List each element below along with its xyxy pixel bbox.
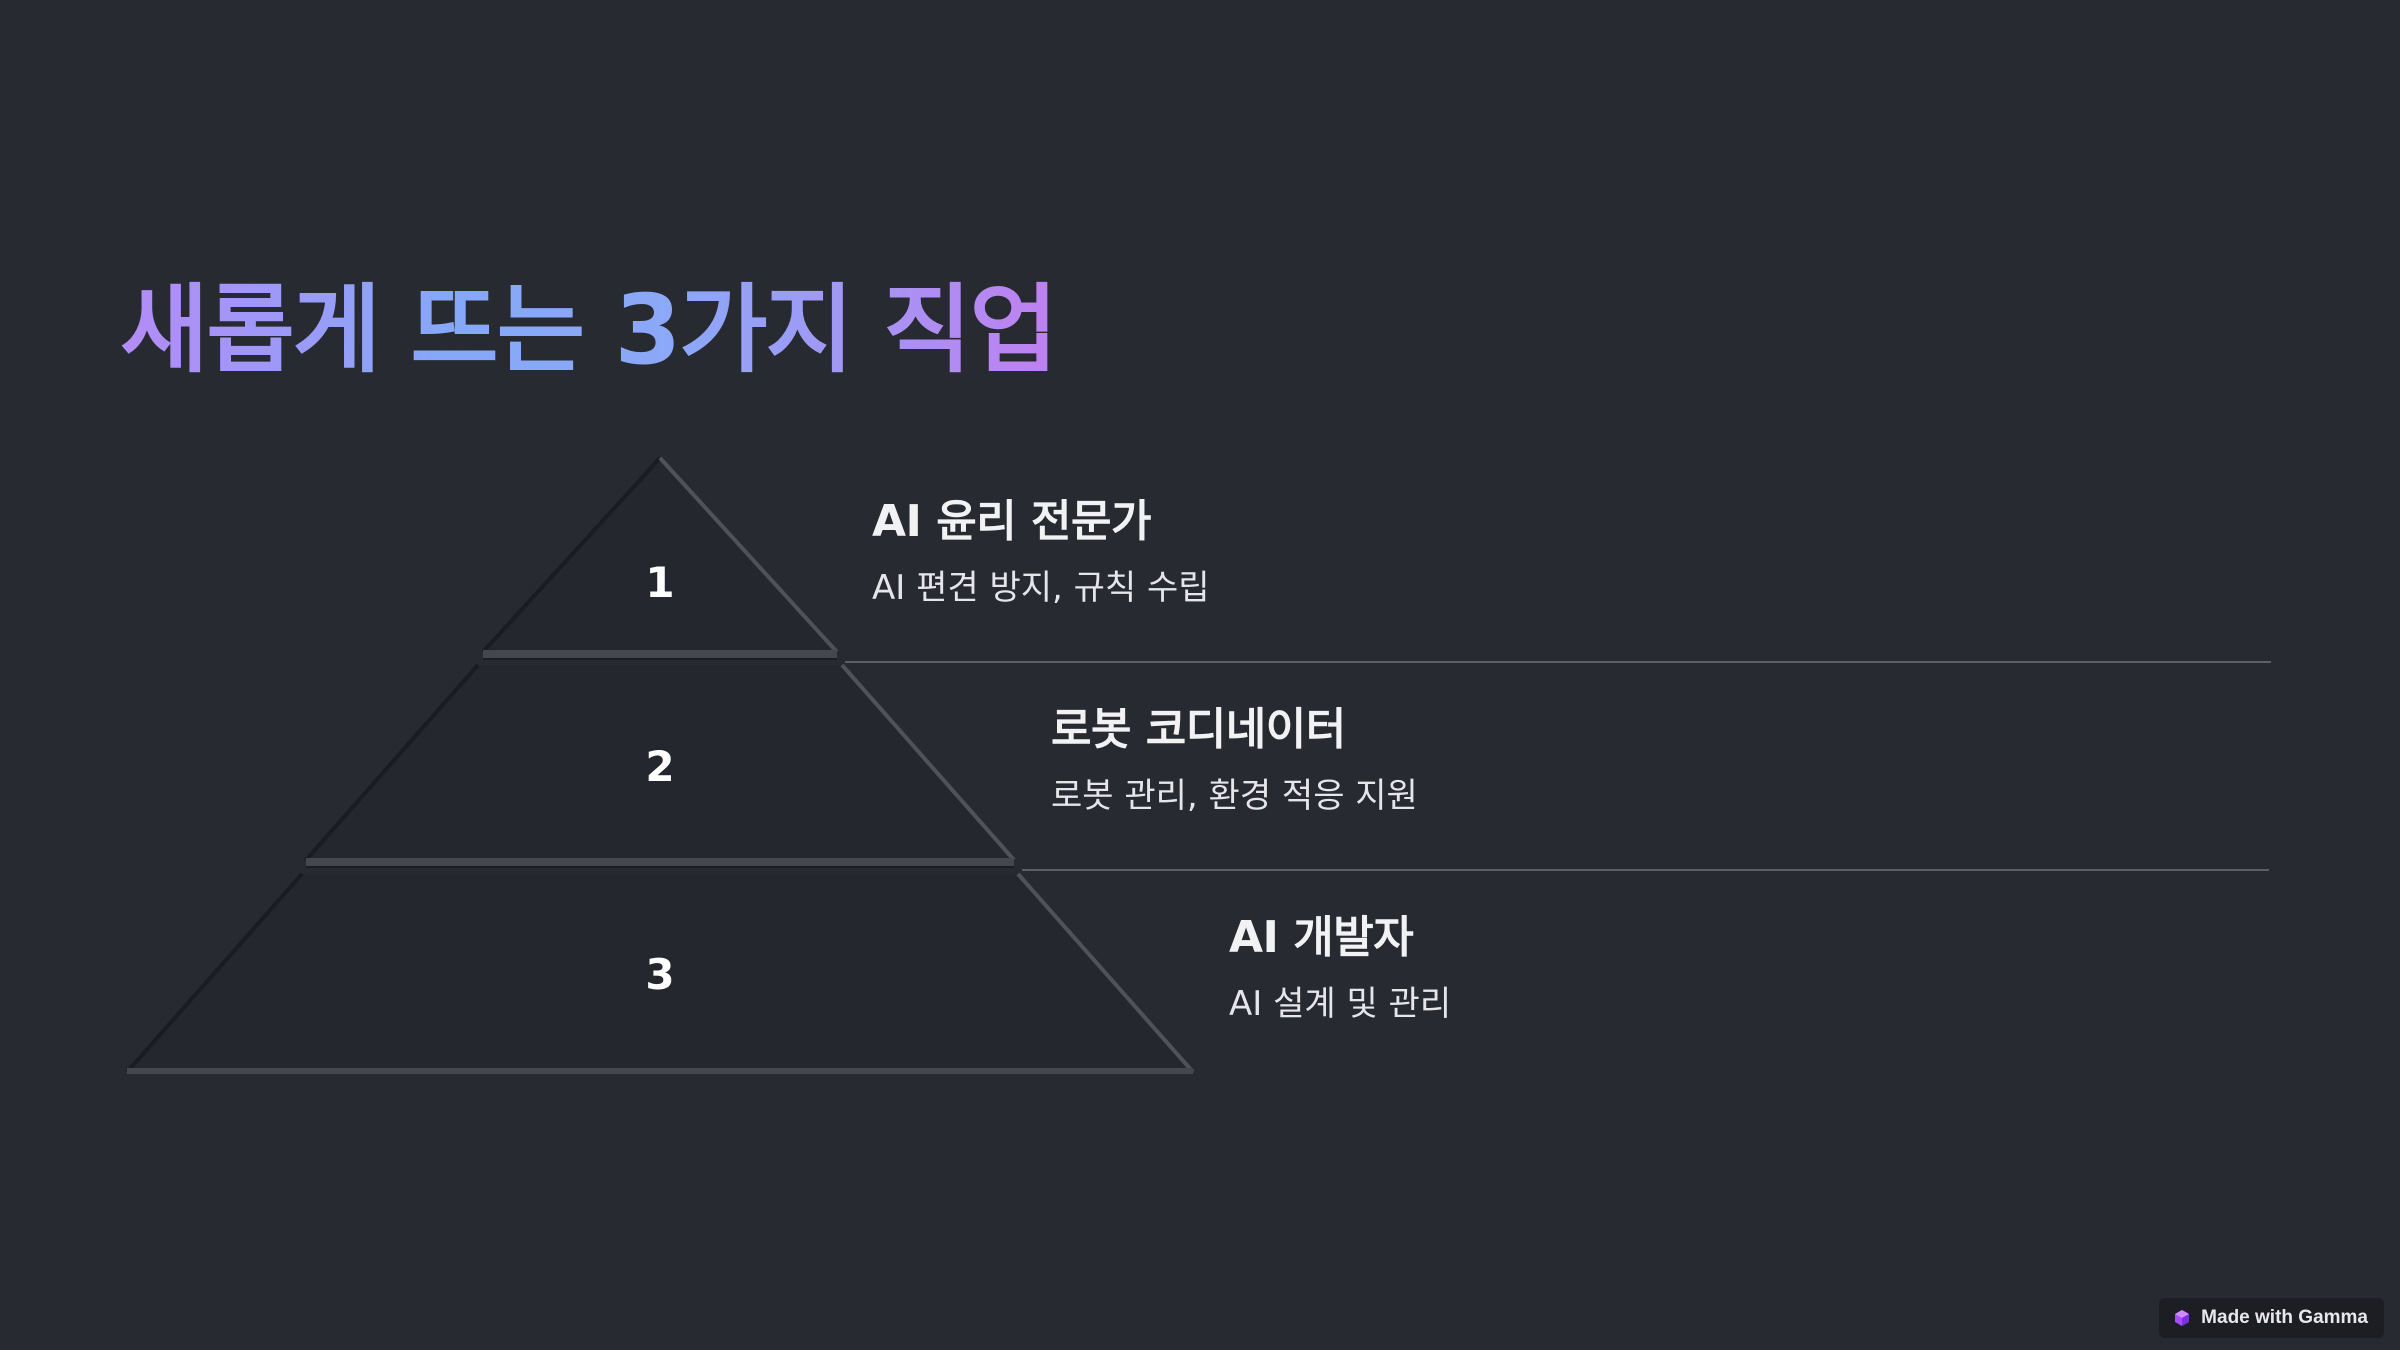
pyramid-tier-2 xyxy=(304,663,1016,868)
tier-2-description: 로봇 관리, 환경 적응 지원 xyxy=(1051,776,1418,816)
tier-1-description: AI 편견 방지, 규칙 수립 xyxy=(872,568,1210,608)
tier-3-info: AI 개발자 AI 설계 및 관리 xyxy=(1229,910,1451,1026)
tier-1-number: 1 xyxy=(645,558,675,607)
tier-2-number: 2 xyxy=(645,742,675,791)
tier-2-info: 로봇 코디네이터 로봇 관리, 환경 적응 지원 xyxy=(1051,702,1418,818)
tier-3-description: AI 설계 및 관리 xyxy=(1229,984,1452,1024)
tier-2-title: 로봇 코디네이터 xyxy=(1051,704,1346,755)
badge-label: Made with Gamma xyxy=(2201,1307,2368,1328)
tier-3-number: 3 xyxy=(645,950,675,999)
tier-1-title: AI 윤리 전문가 xyxy=(872,496,1151,547)
pyramid-tier-3 xyxy=(125,872,1195,1074)
page-title: 새롭게 뜨는 3가지 직업 xyxy=(120,270,1058,390)
tier-1-info: AI 윤리 전문가 AI 편견 방지, 규칙 수립 xyxy=(872,494,1210,610)
pyramid-tier-1 xyxy=(481,456,839,660)
tier-2-divider xyxy=(1022,869,2269,871)
gamma-logo-icon xyxy=(2175,1310,2190,1326)
made-with-gamma-badge[interactable]: Made with Gamma xyxy=(2159,1298,2384,1338)
tier-3-title: AI 개발자 xyxy=(1229,912,1414,963)
tier-1-divider xyxy=(845,661,2271,663)
